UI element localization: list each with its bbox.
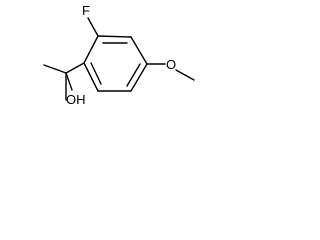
bond-quaternary-carbon-to-oh [65, 72, 73, 91]
double-bond-inner-c4-c5 [126, 63, 141, 87]
bond-ring-c2-c3 [97, 35, 132, 38]
oxygen-atom-label: O [166, 57, 176, 72]
bond-c2-to-fluorine [87, 17, 99, 37]
double-bond-inner-c6-c1 [90, 62, 102, 85]
bond-ring-c1-c2 [83, 35, 99, 64]
fluorine-atom-label: F [82, 3, 90, 18]
chemical-structure: F O OH [43, 3, 195, 107]
hydroxyl-group-label: OH [66, 92, 86, 107]
bond-ring-c1-to-quaternary-carbon [65, 62, 85, 74]
bond-quaternary-carbon-to-methyl-left [43, 64, 67, 74]
bond-ring-c6-c1 [83, 62, 99, 92]
bond-oxygen-to-methyl [175, 69, 195, 81]
bond-ring-c3-c4 [130, 36, 148, 65]
bond-ring-c4-c5 [130, 63, 148, 92]
